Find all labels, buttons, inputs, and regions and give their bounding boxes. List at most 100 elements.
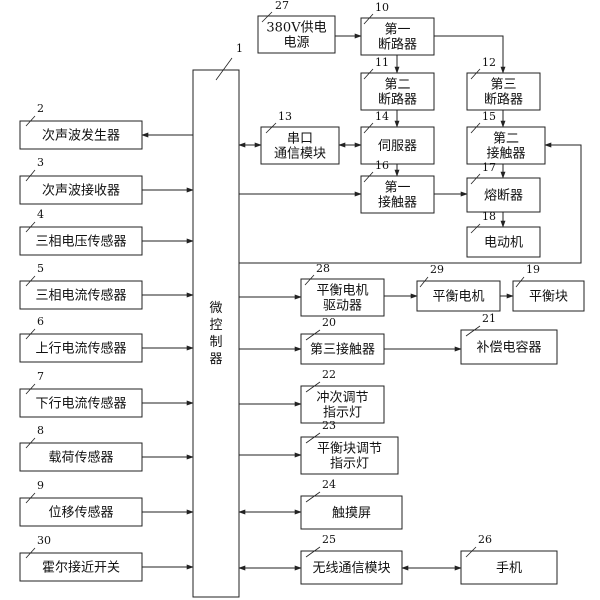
block-label: 载荷传感器 [48, 450, 113, 466]
block-frame [360, 175, 435, 214]
reference-leader [363, 122, 374, 134]
block-frame [260, 126, 340, 165]
block-frame [460, 329, 558, 365]
block-label: 熔断器 [484, 189, 523, 204]
block-label: 接触器 [486, 146, 525, 162]
block-frame [19, 442, 143, 472]
block-label: 串口 [287, 132, 313, 147]
block-label: 第三接触器 [310, 342, 375, 358]
block-label: 微 [209, 301, 222, 316]
block-label: 断路器 [378, 92, 417, 108]
block-label: 无线通信模块 [312, 561, 390, 576]
reference-number: 27 [275, 0, 289, 12]
reference-number: 14 [375, 110, 389, 123]
block-frame [19, 388, 143, 418]
block-frame [19, 120, 143, 150]
reference-number: 9 [37, 479, 44, 492]
reference-number: 12 [482, 56, 496, 69]
block-label: 指示灯 [323, 406, 362, 421]
block-frame [416, 280, 501, 312]
block-label: 霍尔接近开关 [42, 560, 120, 576]
block-frame [300, 436, 399, 475]
reference-number: 17 [482, 161, 496, 174]
block-frame [19, 175, 143, 205]
block-frame [360, 72, 435, 111]
reference-leader [470, 223, 481, 234]
reference-leader [25, 169, 36, 182]
block-label: 位移传感器 [48, 505, 113, 521]
reference-leader [305, 546, 321, 558]
block-label: 接触器 [378, 195, 417, 211]
reference-number: 16 [375, 159, 389, 172]
block-frame [360, 17, 435, 56]
reference-number: 3 [37, 156, 44, 169]
block-label: 下行电流传感器 [35, 396, 126, 412]
reference-leader [261, 11, 273, 23]
block-label: 断路器 [378, 37, 417, 53]
reference-leader [265, 122, 277, 134]
reference-leader [25, 547, 36, 559]
block-label: 第一 [384, 23, 410, 38]
block-24: 触摸屏 24 [300, 478, 403, 530]
block-frame [300, 333, 385, 365]
block-frame [19, 552, 143, 582]
reference-number: 7 [37, 370, 44, 383]
reference-number: 2 [37, 102, 44, 115]
block-label: 平衡块 [529, 290, 568, 305]
reference-number: 24 [322, 478, 336, 491]
reference-leader [25, 275, 36, 287]
reference-leader [465, 546, 477, 558]
block-frame [460, 550, 558, 585]
reference-leader [305, 432, 321, 444]
block-label: 驱动器 [323, 299, 362, 314]
block-frame [300, 550, 403, 585]
reference-number: 8 [37, 424, 44, 437]
block-label: 平衡电机 [316, 284, 368, 299]
block-frame [466, 226, 541, 258]
block-label: 次声波接收器 [42, 183, 120, 199]
connections [141, 33, 582, 571]
reference-number: 21 [482, 312, 496, 325]
reference-leader [470, 173, 481, 185]
block-21: 补偿电容器 21 [460, 312, 558, 365]
block-label: 第三 [490, 78, 516, 93]
reference-number: 13 [278, 110, 292, 123]
link-10-to-12 [434, 35, 506, 74]
block-label: 补偿电容器 [476, 340, 541, 356]
block-label: 触摸屏 [332, 506, 371, 521]
reference-leader [25, 221, 36, 233]
reference-leader [25, 115, 36, 127]
block-frame [19, 497, 143, 527]
reference-leader [363, 13, 374, 25]
block-2: 次声波发生器 2 [19, 102, 143, 150]
reference-leader [515, 276, 525, 288]
reference-number: 23 [322, 419, 336, 432]
reference-number: 28 [316, 262, 330, 275]
block-frame [300, 385, 385, 424]
block-label: 制 [209, 335, 222, 350]
reference-number: 30 [37, 534, 51, 547]
block-frame [466, 72, 541, 111]
block-label: 次声波发生器 [42, 128, 120, 144]
reference-number: 22 [322, 368, 336, 381]
reference-number: 10 [375, 1, 389, 14]
reference-leader [25, 328, 36, 340]
block-frame [300, 278, 385, 317]
block-frame [19, 333, 143, 363]
block-label: 控 [209, 318, 222, 333]
block-frame [360, 126, 435, 165]
block-label: 三相电压传感器 [35, 234, 126, 250]
reference-leader [363, 171, 374, 183]
